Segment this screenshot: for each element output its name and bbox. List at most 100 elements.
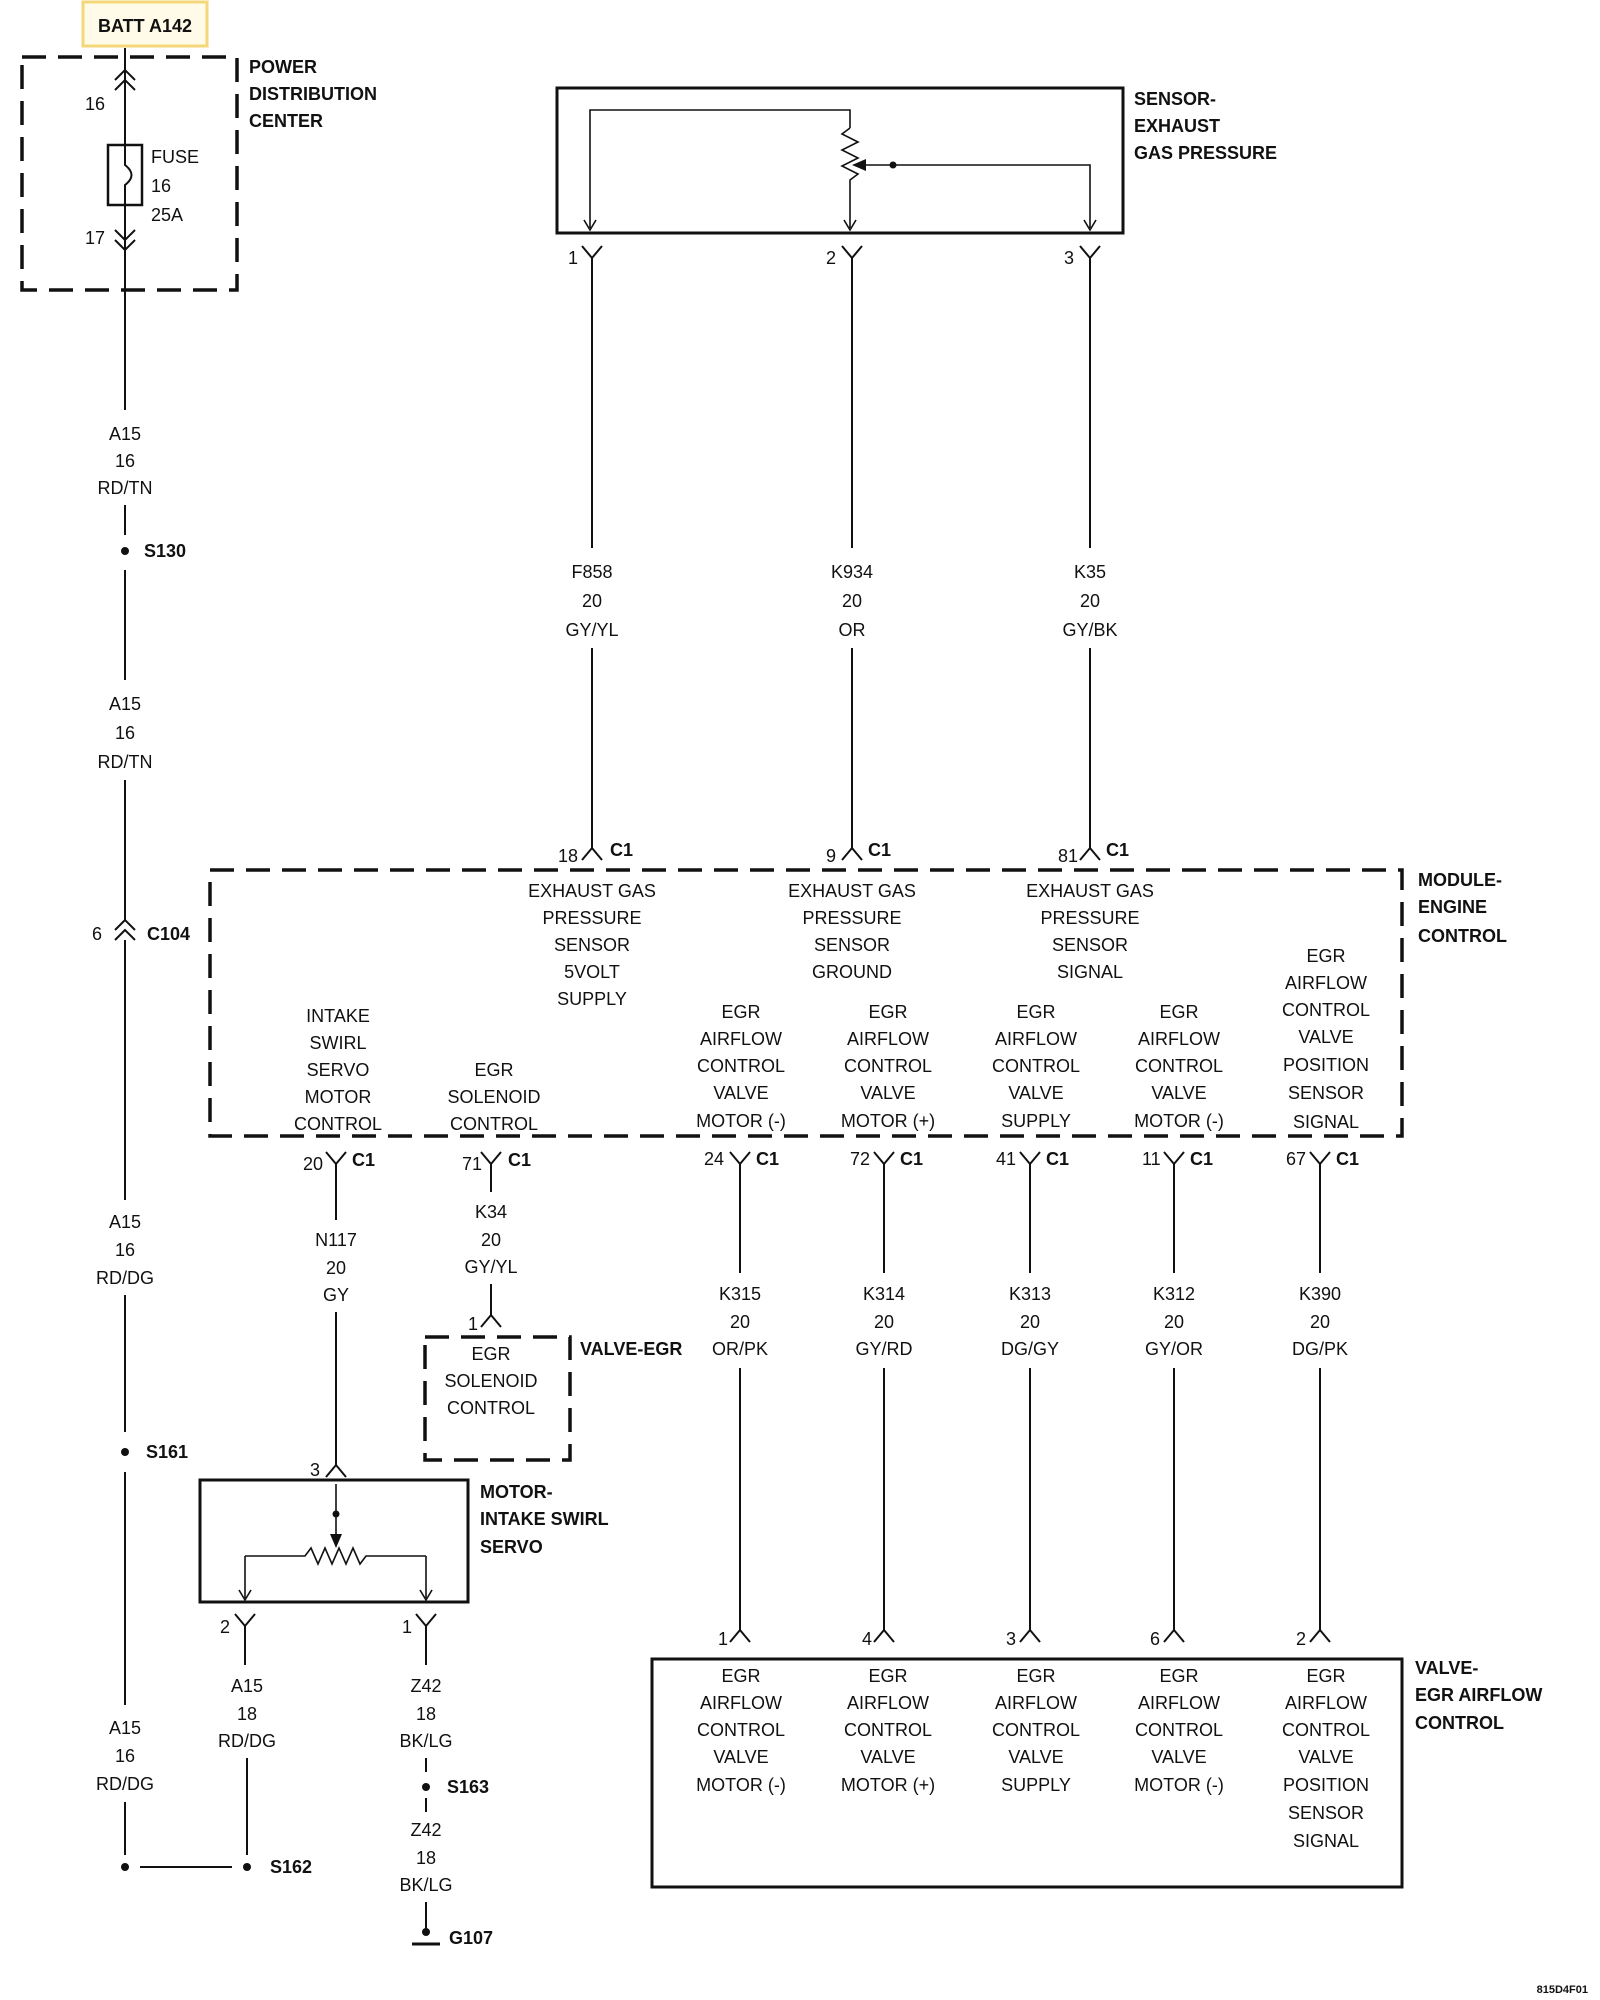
ecm-pin-20: 20	[303, 1154, 323, 1174]
ecm-func-pos-6: SENSOR	[1288, 1083, 1364, 1103]
ecm-pin-24: 24	[704, 1149, 724, 1169]
airflow-func-5-1: EGR	[1306, 1666, 1345, 1686]
ecm-func-mpos-1: EGR	[868, 1002, 907, 1022]
sensor-pin-3: 3	[1064, 248, 1074, 268]
ecm-func-mpos-5: MOTOR (+)	[841, 1111, 935, 1131]
sensor-name-3: GAS PRESSURE	[1134, 143, 1277, 163]
ecm-pin-9: 9	[826, 846, 836, 866]
motor-wire-left-gauge: 18	[237, 1704, 257, 1724]
sensor-pin-1: 1	[568, 248, 578, 268]
valve-egr-name: VALVE-EGR	[580, 1339, 682, 1359]
motor-wire-right-color: BK/LG	[399, 1731, 452, 1751]
pdc-name-1: POWER	[249, 57, 317, 77]
ecm-func-pos-7: SIGNAL	[1293, 1112, 1359, 1132]
ecm-func-supply-1: EGR	[1016, 1002, 1055, 1022]
ecm-pin-18-connector: C1	[610, 840, 633, 860]
ecm-func-sig-1: EXHAUST GAS	[1026, 881, 1154, 901]
ecm-pin-67-connector-icon	[1309, 1151, 1331, 1166]
wire-k312-circuit: K312	[1153, 1284, 1195, 1304]
ecm-func-mneg-a-4: VALVE	[713, 1083, 768, 1103]
left-wire-3-gauge: 16	[115, 1240, 135, 1260]
wire-k390-circuit: K390	[1299, 1284, 1341, 1304]
left-wire-1-gauge: 16	[115, 451, 135, 471]
ecm-func-mpos-2: AIRFLOW	[847, 1029, 929, 1049]
valve-egr-box	[423, 1335, 572, 1462]
wire-k34-circuit: K34	[475, 1202, 507, 1222]
ecm-pin-71-connector: C1	[508, 1150, 531, 1170]
airflow-pin-3: 3	[1006, 1629, 1016, 1649]
ecm-pin-24-connector-icon	[729, 1151, 751, 1166]
splice-s161	[121, 1448, 129, 1456]
ecm-pin-67: 67	[1286, 1149, 1306, 1169]
ecm-func-mpos-3: CONTROL	[844, 1056, 932, 1076]
wire-n117-gauge: 20	[326, 1258, 346, 1278]
ecm-func-gnd-4: GROUND	[812, 962, 892, 982]
airflow-func-2-1: EGR	[868, 1666, 907, 1686]
wire-k314-gauge: 20	[874, 1312, 894, 1332]
ecm-func-mneg-b-1: EGR	[1159, 1002, 1198, 1022]
ecm-pin-81-connector: C1	[1106, 840, 1129, 860]
ecm-func-supply-2: AIRFLOW	[995, 1029, 1077, 1049]
airflow-func-1-2: AIRFLOW	[700, 1693, 782, 1713]
left-wire-2-circuit: A15	[109, 694, 141, 714]
motor-pin-1: 1	[402, 1617, 412, 1637]
ecm-func-supply-5: SUPPLY	[1001, 1111, 1071, 1131]
airflow-func-5-3: CONTROL	[1282, 1720, 1370, 1740]
ecm-func-mneg-a-5: MOTOR (-)	[696, 1111, 786, 1131]
airflow-pin-4: 4	[862, 1629, 872, 1649]
motor-pin-1-connector-icon	[415, 1613, 437, 1628]
airflow-func-5-6: SENSOR	[1288, 1803, 1364, 1823]
ecm-func-mneg-b-4: VALVE	[1151, 1083, 1206, 1103]
airflow-func-3-2: AIRFLOW	[995, 1693, 1077, 1713]
ecm-func-pos-2: AIRFLOW	[1285, 973, 1367, 993]
airflow-func-2-3: CONTROL	[844, 1720, 932, 1740]
ecm-func-sig-3: SENSOR	[1052, 935, 1128, 955]
wire-n117-circuit: N117	[315, 1230, 357, 1250]
wire-k315-gauge: 20	[730, 1312, 750, 1332]
airflow-func-5-7: SIGNAL	[1293, 1831, 1359, 1851]
motor-name-3: SERVO	[480, 1537, 543, 1557]
ecm-func-sig-4: SIGNAL	[1057, 962, 1123, 982]
batt-highlight-box[interactable]	[81, 0, 209, 48]
ecm-func-swirl-5: CONTROL	[294, 1114, 382, 1134]
ecm-name-1: MODULE-	[1418, 870, 1502, 890]
sensor-wire-2: 2 K934 20 OR 9 C1	[826, 245, 891, 866]
sensor-name-2: EXHAUST	[1134, 116, 1220, 136]
batt-label: BATT A142	[98, 16, 192, 36]
wire-k313-circuit: K313	[1009, 1284, 1051, 1304]
sensor-pin-1-connector-icon	[581, 245, 603, 260]
airflow-func-1-3: CONTROL	[697, 1720, 785, 1740]
c104-connector-icon	[114, 918, 136, 941]
wire-k35-gauge: 20	[1080, 591, 1100, 611]
wire-k314-circuit: K314	[863, 1284, 905, 1304]
valve-egr-airflow-box	[650, 1657, 1404, 1889]
s163-label: S163	[447, 1777, 489, 1797]
airflow-func-1-1: EGR	[721, 1666, 760, 1686]
left-wire-2-color: RD/TN	[98, 752, 153, 772]
fuse-number: 16	[151, 176, 171, 196]
airflow-name-3: CONTROL	[1415, 1713, 1504, 1733]
ecm-pin-18: 18	[558, 846, 578, 866]
airflow-func-1-5: MOTOR (-)	[696, 1775, 786, 1795]
ecm-pin-81: 81	[1058, 846, 1078, 866]
ecm-pin-72-connector-icon	[873, 1151, 895, 1166]
motor-name-1: MOTOR-	[480, 1482, 553, 1502]
fuse-label: FUSE	[151, 147, 199, 167]
left-wire-4-color: RD/DG	[96, 1774, 154, 1794]
ecm-func-pos-3: CONTROL	[1282, 1000, 1370, 1020]
valve-egr-func-2: SOLENOID	[444, 1371, 537, 1391]
airflow-func-4-4: VALVE	[1151, 1747, 1206, 1767]
ecm-pin-41: 41	[996, 1149, 1016, 1169]
airflow-func-3-4: VALVE	[1008, 1747, 1063, 1767]
airflow-func-5-4: VALVE	[1298, 1747, 1353, 1767]
splice-s130	[121, 547, 129, 555]
splice-s162-left	[121, 1863, 129, 1871]
ecm-pin-71-connector-icon	[480, 1151, 502, 1166]
wire-f858-circuit: F858	[571, 562, 612, 582]
ecm-func-egr-sol-1: EGR	[474, 1060, 513, 1080]
ecm-pin-41-connector-icon	[1019, 1151, 1041, 1166]
motor-wire-left-circuit: A15	[231, 1676, 263, 1696]
splice-s162	[243, 1863, 251, 1871]
ecm-pin-72-connector: C1	[900, 1149, 923, 1169]
ecm-func-5v-3: SENSOR	[554, 935, 630, 955]
